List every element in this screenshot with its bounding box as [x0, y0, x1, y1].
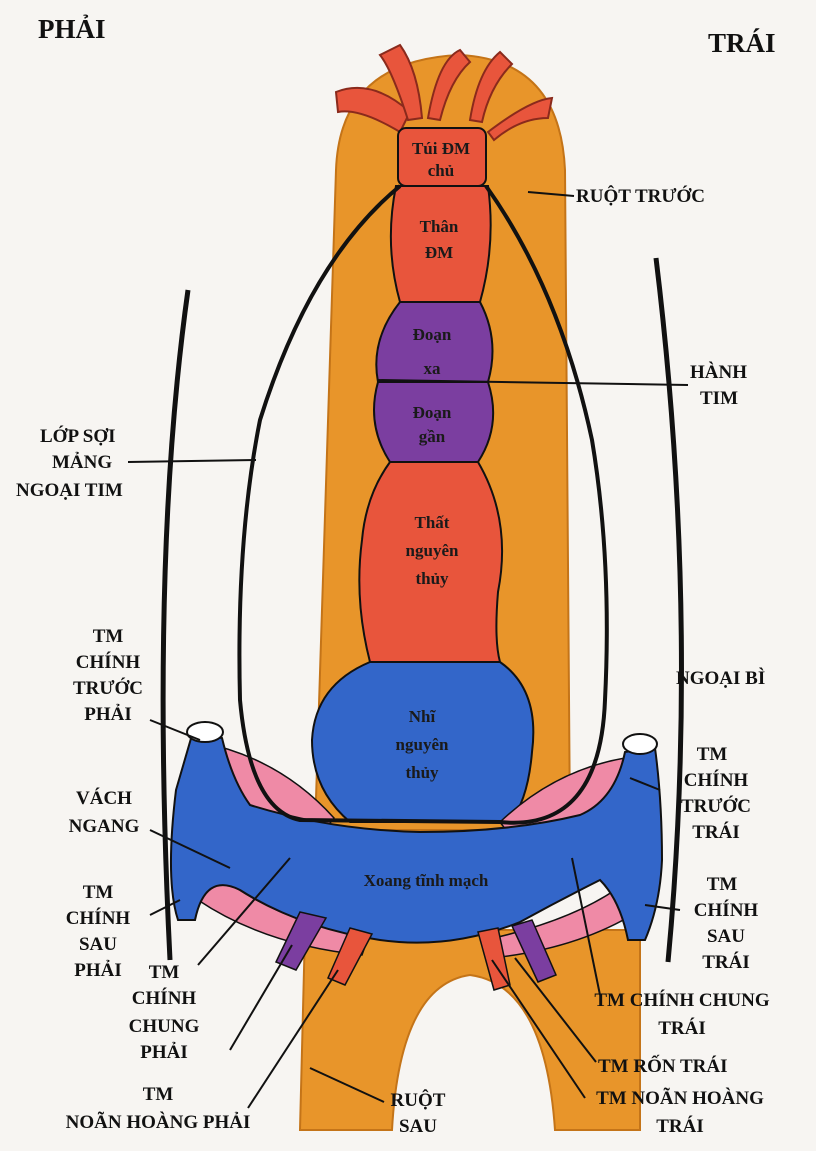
svg-text:nguyên: nguyên: [396, 735, 449, 754]
ventricle-shape: [358, 461, 503, 663]
label-septum-transversum: VÁCH NGANG: [69, 787, 140, 837]
svg-text:PHẢI: PHẢI: [84, 704, 132, 725]
label-vitelline-left: TM NOÃN HOÀNG TRÁI: [596, 1087, 764, 1137]
svg-text:Thân: Thân: [420, 217, 459, 236]
label-ant-cardinal-right: TM CHÍNH TRƯỚC PHẢI: [73, 626, 143, 725]
svg-text:NGOẠI TIM: NGOẠI TIM: [16, 480, 123, 501]
right-side-label: PHẢI: [38, 14, 106, 44]
svg-text:RUỘT: RUỘT: [391, 1089, 446, 1111]
svg-text:PHẢI: PHẢI: [74, 960, 122, 981]
svg-text:gần: gần: [419, 427, 446, 446]
svg-text:xa: xa: [424, 359, 442, 378]
label-common-cardinal-right: TM CHÍNH CHUNG PHẢI: [129, 962, 200, 1063]
svg-text:ĐM: ĐM: [425, 243, 453, 262]
sinus-venosus-shape: [170, 733, 664, 944]
label-post-cardinal-left: TM CHÍNH SAU TRÁI: [694, 874, 759, 973]
label-hindgut: RUỘT SAU: [391, 1089, 446, 1137]
svg-text:TRÁI: TRÁI: [656, 1115, 704, 1137]
svg-text:TM NOÃN HOÀNG: TM NOÃN HOÀNG: [596, 1087, 764, 1109]
svg-text:TM CHÍNH CHUNG: TM CHÍNH CHUNG: [594, 989, 769, 1011]
svg-text:thủy: thủy: [405, 763, 439, 782]
ectoderm-right-side-line: [160, 289, 191, 961]
label-epimyocardium: LỚP SỢI MẢNG NGOẠI TIM: [16, 425, 123, 501]
svg-text:Nhĩ: Nhĩ: [409, 707, 437, 726]
segment-sinus-label: Xoang tĩnh mạch: [364, 871, 489, 890]
svg-text:TM: TM: [697, 744, 728, 765]
svg-text:chủ: chủ: [428, 161, 454, 180]
svg-text:TM: TM: [93, 626, 124, 647]
label-foregut: RUỘT TRƯỚC: [576, 185, 705, 207]
svg-text:LỚP SỢI: LỚP SỢI: [40, 425, 116, 447]
svg-text:NGANG: NGANG: [69, 816, 140, 837]
label-post-cardinal-right: TM CHÍNH SAU PHẢI: [66, 882, 131, 981]
svg-text:Xoang tĩnh mạch: Xoang tĩnh mạch: [364, 871, 489, 890]
label-umbilical-left: TM RỐN TRÁI: [598, 1055, 728, 1077]
label-ectoderm: NGOẠI BÌ: [676, 667, 765, 689]
svg-text:Đoạn: Đoạn: [413, 403, 452, 422]
aortic-arches: [334, 43, 554, 142]
svg-text:TIM: TIM: [700, 388, 738, 409]
svg-text:TRÁI: TRÁI: [658, 1017, 706, 1039]
segment-aortic-sac-label: Túi ĐM chủ: [412, 139, 470, 180]
svg-text:MẢNG: MẢNG: [52, 452, 112, 473]
svg-text:TRƯỚC: TRƯỚC: [73, 677, 143, 699]
segment-ventricle-label: Thất nguyên thủy: [406, 513, 459, 588]
leader-lines: [127, 191, 689, 1109]
segment-conus-proximal-label: Đoạn gần: [413, 403, 452, 446]
svg-text:TRÁI: TRÁI: [702, 951, 750, 973]
svg-text:nguyên: nguyên: [406, 541, 459, 560]
svg-text:Thất: Thất: [415, 513, 450, 532]
svg-text:CHÍNH: CHÍNH: [66, 907, 131, 929]
segment-conus-distal-label: Đoạn xa: [413, 325, 452, 378]
pericardial-cavity-outline: [237, 184, 609, 825]
label-ant-cardinal-left: TM CHÍNH TRƯỚC TRÁI: [681, 744, 751, 843]
label-vitelline-right: TM NOÃN HOÀNG PHẢI: [66, 1084, 251, 1133]
svg-text:CHUNG: CHUNG: [129, 1016, 200, 1037]
ectoderm-left-side-line: [653, 257, 684, 963]
svg-text:TRƯỚC: TRƯỚC: [681, 795, 751, 817]
svg-text:CHÍNH: CHÍNH: [694, 899, 759, 921]
svg-text:CHÍNH: CHÍNH: [76, 651, 141, 673]
segment-truncus-label: Thân ĐM: [420, 217, 459, 262]
svg-text:CHÍNH: CHÍNH: [684, 769, 749, 791]
svg-text:TM: TM: [83, 882, 114, 903]
svg-text:PHẢI: PHẢI: [140, 1042, 188, 1063]
svg-text:NOÃN HOÀNG PHẢI: NOÃN HOÀNG PHẢI: [66, 1111, 251, 1133]
svg-text:TM: TM: [143, 1084, 174, 1105]
hindgut-shape: [298, 929, 641, 1131]
svg-text:Túi ĐM: Túi ĐM: [412, 139, 470, 158]
svg-text:VÁCH: VÁCH: [76, 787, 132, 809]
label-bulbus: HÀNH TIM: [690, 361, 747, 409]
svg-text:SAU: SAU: [707, 926, 745, 947]
conus-proximal-shape: [373, 381, 495, 463]
svg-text:HÀNH: HÀNH: [690, 361, 747, 383]
svg-text:SAU: SAU: [79, 934, 117, 955]
left-side-label: TRÁI: [708, 28, 776, 58]
svg-text:Đoạn: Đoạn: [413, 325, 452, 344]
svg-text:CHÍNH: CHÍNH: [132, 987, 197, 1009]
right-anterior-cardinal-opening: [186, 721, 224, 743]
label-common-cardinal-left: TM CHÍNH CHUNG TRÁI: [594, 989, 769, 1039]
svg-text:thủy: thủy: [415, 569, 449, 588]
segment-atrium-label: Nhĩ nguyên thủy: [396, 707, 449, 782]
svg-text:TRÁI: TRÁI: [692, 821, 740, 843]
svg-text:SAU: SAU: [399, 1116, 437, 1137]
svg-text:TM: TM: [707, 874, 738, 895]
svg-text:TM: TM: [149, 962, 180, 983]
left-anterior-cardinal-opening: [622, 733, 658, 755]
